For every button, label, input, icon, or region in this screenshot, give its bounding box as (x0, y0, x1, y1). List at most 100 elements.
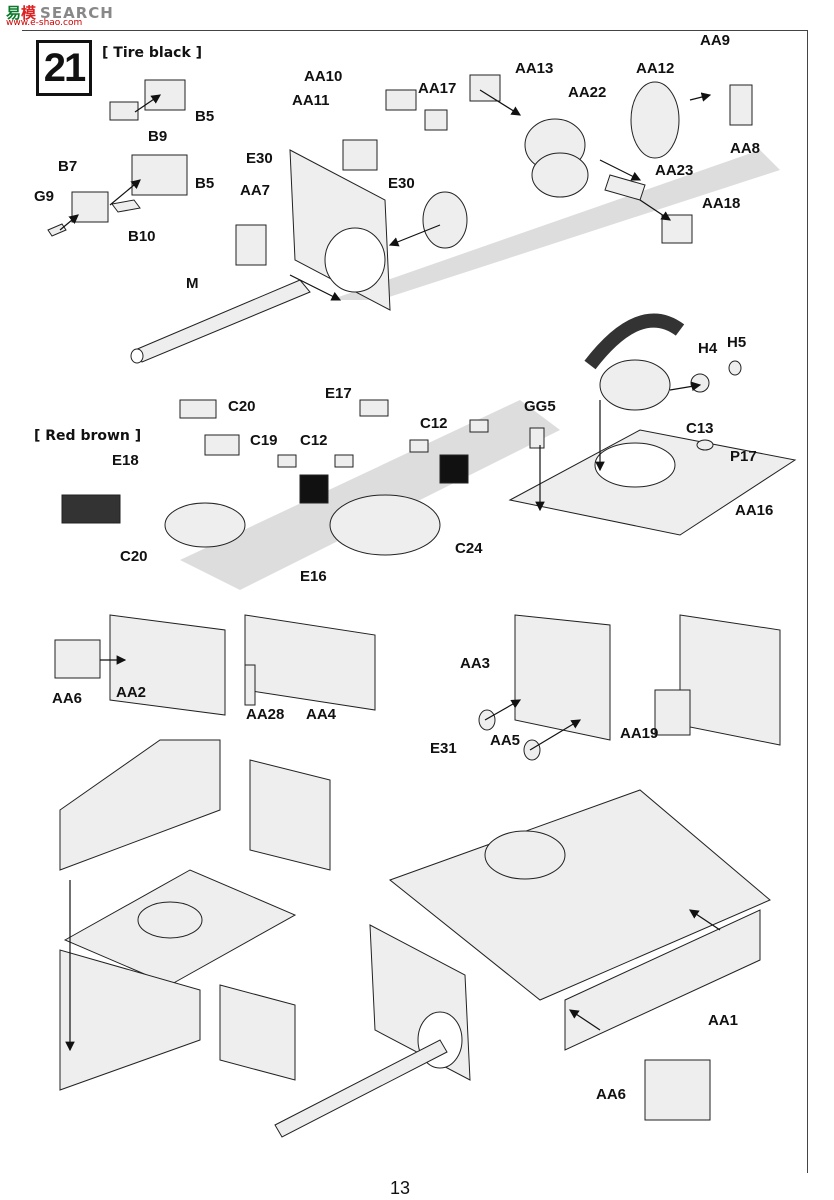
part-c12-mid (334, 454, 354, 468)
label-aa11: AA11 (292, 92, 330, 109)
label-aa16: AA16 (735, 502, 774, 519)
lower-right-cupola (484, 830, 566, 880)
part-aa18 (661, 214, 693, 244)
label-c19: C19 (250, 432, 278, 449)
label-c20-2: C20 (120, 548, 148, 565)
part-c19 (204, 434, 240, 456)
part-aa19 (654, 689, 691, 736)
label-e17: E17 (325, 385, 352, 402)
part-c20-redbrown (61, 494, 121, 524)
part-aa23 (604, 174, 646, 201)
part-b10 (111, 199, 141, 213)
page-number: 13 (390, 1178, 411, 1198)
label-h4: H4 (698, 340, 718, 357)
label-m: M (186, 275, 199, 292)
label-g9: G9 (34, 188, 55, 205)
lower-left-side (249, 759, 331, 871)
page-frame (22, 30, 808, 1173)
part-aa10-top (385, 89, 417, 111)
label-c12-2: C12 (420, 415, 448, 432)
rotate-arrow (584, 313, 685, 370)
label-c12: C12 (300, 432, 328, 449)
label-aa19: AA19 (620, 725, 659, 742)
label-e31: E31 (430, 740, 457, 757)
part-e31-b (523, 739, 541, 761)
label-aa8: AA8 (730, 140, 761, 157)
guide-band-1 (330, 150, 780, 300)
label-e30-2: E30 (388, 175, 415, 192)
part-g9 (47, 223, 67, 237)
label-b10: B10 (128, 228, 156, 245)
part-e31-a (478, 709, 496, 731)
part-b5-top (144, 79, 186, 111)
part-aa4-plate (244, 614, 376, 711)
label-e18: E18 (112, 452, 139, 469)
label-b9: B9 (148, 128, 168, 145)
label-aa6-2: AA6 (596, 1086, 627, 1103)
label-c20: C20 (228, 398, 256, 415)
label-gg5: GG5 (524, 398, 556, 415)
lower-left-plate (59, 739, 221, 871)
label-aa22: AA22 (568, 84, 607, 101)
part-aa6-box (54, 639, 101, 679)
barrel-muzzle (130, 348, 144, 364)
part-c12-right (409, 439, 429, 453)
part-b7 (71, 191, 109, 223)
label-aa23: AA23 (655, 162, 694, 179)
label-b7: B7 (58, 158, 78, 175)
part-aa10 (342, 139, 378, 171)
part-hatch-ring (599, 359, 671, 411)
label-aa12: AA12 (636, 60, 675, 77)
part-p17 (696, 439, 714, 451)
label-aa9: AA9 (700, 32, 731, 49)
part-b5 (131, 154, 188, 196)
flip-icon-1 (299, 474, 329, 504)
part-hatch-left (235, 224, 267, 266)
watermark-url: www.e-shao.com (6, 18, 83, 28)
part-aa8 (729, 84, 753, 126)
part-aa3 (514, 614, 611, 741)
part-c12-left (277, 454, 297, 468)
label-aa3: AA3 (460, 655, 491, 672)
hole-aa7 (324, 227, 386, 293)
part-aa12 (630, 81, 680, 159)
part-aa23-disk (531, 152, 589, 198)
flip-icon-2 (439, 454, 469, 484)
part-b9 (109, 101, 139, 121)
part-aa19-plate (679, 614, 781, 746)
lower-left-back (219, 984, 296, 1081)
part-cupola-1 (164, 502, 246, 548)
part-aa28 (244, 664, 256, 706)
part-e17 (359, 399, 389, 417)
label-aa7: AA7 (240, 182, 271, 199)
label-aa28: AA28 (246, 706, 285, 723)
label-aa6: AA6 (52, 690, 83, 707)
label-aa17: AA17 (418, 80, 457, 97)
part-aa1 (564, 909, 761, 1051)
part-aa17 (424, 109, 448, 131)
label-aa4: AA4 (306, 706, 337, 723)
assembly-arrows (59, 89, 721, 1052)
part-aa13 (469, 74, 501, 102)
label-e16: E16 (300, 568, 327, 585)
label-b5-2: B5 (195, 175, 215, 192)
part-c24 (329, 494, 441, 556)
label-aa13: AA13 (515, 60, 554, 77)
note-red-brown: [ Red brown ] (34, 428, 142, 444)
label-c24: C24 (455, 540, 483, 557)
part-aa6-lower (644, 1059, 711, 1121)
lower-left-cupola (137, 901, 203, 939)
label-aa2: AA2 (116, 684, 147, 701)
lower-right-deck (388, 789, 771, 1001)
part-h5 (728, 360, 742, 376)
lower-barrel (274, 1039, 448, 1138)
part-h4 (690, 373, 710, 393)
part-drum (422, 191, 468, 249)
label-c13: C13 (686, 420, 714, 437)
label-h5: H5 (727, 334, 747, 351)
label-b5: B5 (195, 108, 215, 125)
part-c12-far (469, 419, 489, 433)
